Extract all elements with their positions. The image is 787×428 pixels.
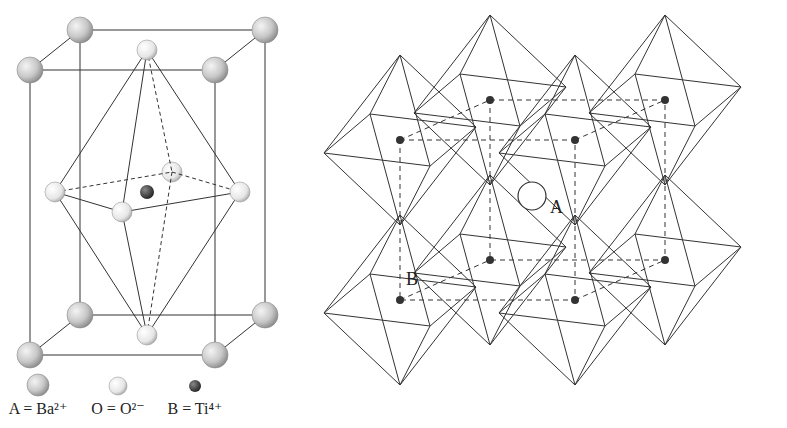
legend-samples	[27, 374, 201, 396]
oxygen-atoms	[45, 40, 250, 345]
legend-text: B = Ti⁴⁺	[167, 400, 222, 418]
unit-cell	[30, 30, 265, 355]
octahedron-lines	[55, 50, 240, 335]
site-label: A	[550, 198, 563, 218]
legend-text: O = O²⁻	[91, 400, 144, 418]
legend-text: A = Ba²⁺	[9, 400, 68, 418]
titanium-atom	[140, 185, 154, 199]
octahedra-front	[324, 55, 651, 385]
a-site-circle	[518, 182, 546, 210]
site-label: B	[406, 270, 418, 290]
barium-atoms	[17, 17, 278, 368]
octahedra-back	[414, 15, 741, 345]
b-site-dots	[396, 96, 669, 304]
